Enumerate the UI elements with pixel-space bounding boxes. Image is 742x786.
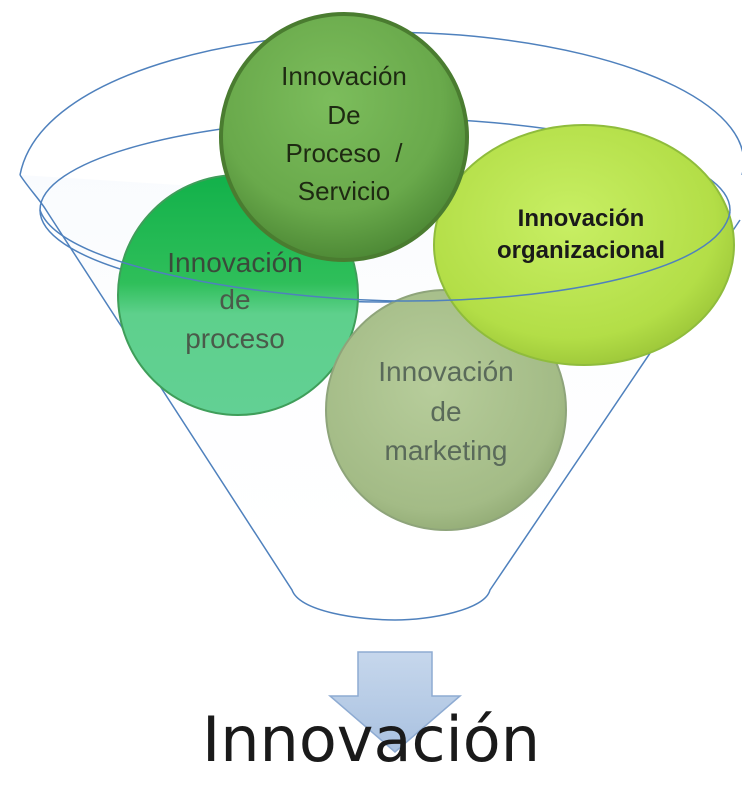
proceso-label-line3: proceso: [185, 323, 285, 354]
proceso-label-line2: de: [219, 284, 250, 315]
servicio-label-line2: De: [327, 100, 360, 130]
marketing-label-line3: marketing: [385, 435, 508, 466]
organizacional-label-line1: Innovación: [518, 205, 645, 232]
marketing-label-line1: Innovación: [378, 356, 513, 387]
servicio-label-line3: Proceso /: [285, 138, 403, 168]
circle-organizacional: [433, 124, 735, 366]
servicio-label-line1: Innovación: [281, 61, 407, 91]
down-arrow-icon: [327, 651, 463, 753]
proceso-label-line1: Innovación: [167, 247, 302, 278]
funnel-rim-front: [39, 209, 731, 302]
marketing-label-line2: de: [430, 396, 461, 427]
circle-servicio: [219, 12, 469, 262]
servicio-label-line4: Servicio: [298, 176, 390, 206]
output-label: Innovación: [201, 703, 541, 776]
funnel-rim-back: [19, 31, 742, 176]
organizacional-label-line2: organizacional: [497, 237, 665, 264]
